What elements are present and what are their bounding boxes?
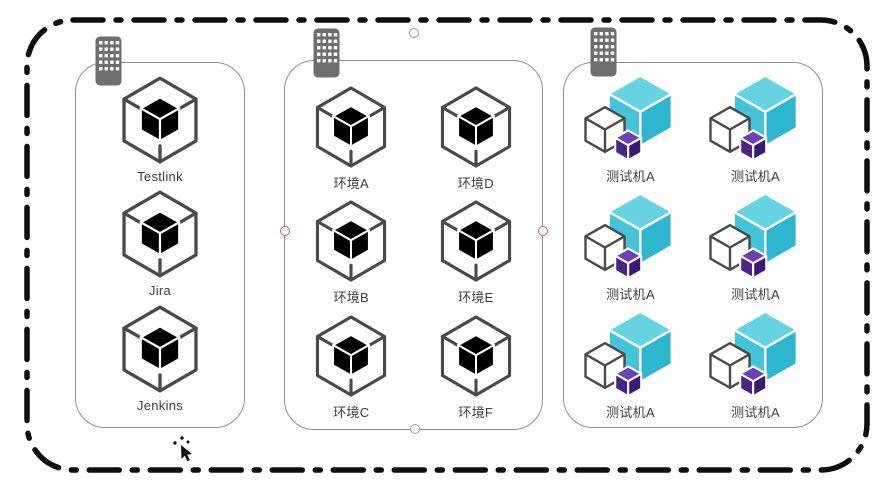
module-cube-icon (437, 313, 515, 399)
building-grid-icon (590, 27, 617, 77)
node-label: 测试机A (731, 405, 780, 420)
building-grid-icon (313, 28, 340, 78)
node-label: 环境D (457, 175, 494, 191)
selection-handle-left[interactable] (280, 226, 290, 236)
group-test-machines[interactable]: 测试机A 测试机A 测试机A 测试机A 测试机A 测试机A (563, 62, 823, 428)
node-label: Jira (148, 283, 172, 298)
node-label: 环境B (333, 290, 370, 306)
test-machine-cubes-icon (579, 306, 683, 399)
node-test-machine[interactable]: 测试机A (568, 67, 693, 185)
test-machine-cubes-icon (579, 188, 683, 281)
node-test-machine[interactable]: 测试机A (693, 303, 818, 421)
group-environments[interactable]: 环境A 环境B 环境C 环境D 环境E 环境F (284, 60, 543, 430)
node-label: 测试机A (731, 169, 780, 184)
module-cube-icon (437, 198, 515, 284)
node-env-b[interactable]: 环境B (289, 192, 414, 307)
node-env-a[interactable]: 环境A (289, 77, 414, 192)
node-test-machine[interactable]: 测试机A (568, 185, 693, 303)
test-machine-cubes-icon (704, 70, 808, 163)
module-cube-icon (312, 84, 390, 170)
node-label: 测试机A (606, 169, 655, 184)
selection-handle-bottom[interactable] (410, 424, 420, 434)
test-machine-cubes-icon (704, 188, 808, 281)
building-grid-icon (95, 36, 122, 86)
node-env-c[interactable]: 环境C (289, 306, 414, 421)
node-label: 环境E (457, 290, 494, 306)
node-test-machine[interactable]: 测试机A (693, 185, 818, 303)
mouse-cursor-icon (173, 436, 192, 462)
node-jira[interactable]: Jira (118, 188, 202, 298)
node-env-e[interactable]: 环境E (414, 192, 539, 307)
selection-handle-top[interactable] (409, 28, 419, 38)
module-cube-icon (118, 188, 202, 280)
node-label: 测试机A (606, 287, 655, 302)
module-cube-icon (118, 74, 202, 166)
node-test-machine[interactable]: 测试机A (693, 67, 818, 185)
test-machine-cubes-icon (704, 306, 808, 399)
test-machine-cubes-icon (579, 70, 683, 163)
node-label: 测试机A (606, 405, 655, 420)
selection-handle-right[interactable] (538, 226, 548, 236)
node-label: 环境F (458, 404, 494, 420)
node-label: 环境A (333, 175, 370, 191)
module-cube-icon (312, 313, 390, 399)
node-test-machine[interactable]: 测试机A (568, 303, 693, 421)
node-label: Testlink (137, 168, 183, 184)
module-cube-icon (312, 198, 390, 284)
group-tools[interactable]: Testlink Jira Jenkins (75, 62, 245, 428)
node-label: 环境C (333, 404, 370, 420)
node-env-d[interactable]: 环境D (414, 77, 539, 192)
node-label: 测试机A (731, 287, 780, 302)
module-cube-icon (437, 84, 515, 170)
module-cube-icon (118, 303, 202, 395)
node-jenkins[interactable]: Jenkins (118, 303, 202, 413)
node-env-f[interactable]: 环境F (414, 306, 539, 421)
node-label: Jenkins (136, 397, 184, 413)
node-testlink[interactable]: Testlink (118, 74, 202, 184)
